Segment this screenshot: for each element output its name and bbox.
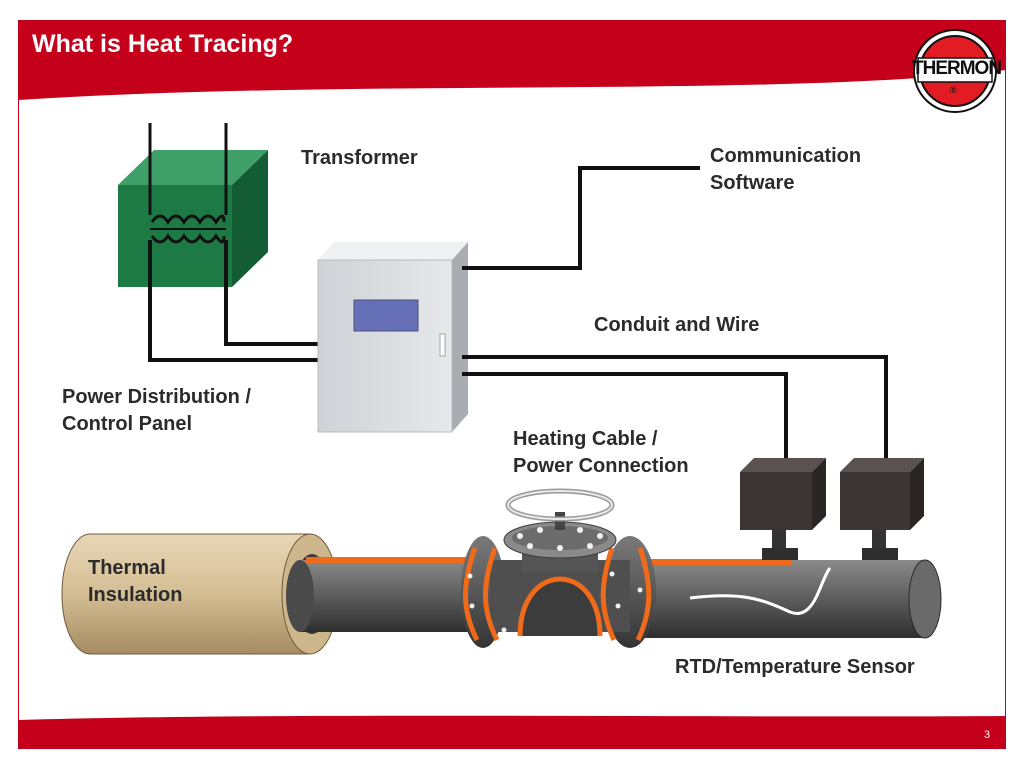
header-band <box>18 20 1006 100</box>
thermon-logo-icon: THERMON ® <box>912 28 1002 114</box>
logo-mark: ® <box>950 85 957 95</box>
communication-software-label: Communication Software <box>710 145 862 194</box>
slide-frame <box>18 20 1006 749</box>
pipe-right-icon <box>630 559 942 639</box>
rtd-sensor-right-icon <box>840 458 924 560</box>
power-wire-1 <box>148 240 318 362</box>
conduit-and-wire-label: Conduit and Wire <box>594 314 760 336</box>
page-number: 3 <box>984 729 991 741</box>
thermal-insulation-label: Thermal Insulation <box>88 557 183 606</box>
power-wire-2 <box>224 240 318 346</box>
heating-cable-label: Heating Cable / Power Connection <box>513 428 689 477</box>
sensor-wire <box>689 567 832 615</box>
valve-icon <box>461 488 656 648</box>
control-panel-icon <box>317 242 468 433</box>
transformer-label: Transformer <box>301 147 418 169</box>
conduit-wire-1 <box>462 355 888 468</box>
conduit-wire-2 <box>462 372 788 468</box>
communication-wire <box>462 166 700 270</box>
logo-text: THERMON <box>912 58 1002 79</box>
transformer-icon <box>118 123 268 287</box>
footer-band <box>18 715 1006 749</box>
power-distribution-label: Power Distribution / Control Panel <box>62 386 251 435</box>
pipe-left-icon <box>286 560 490 632</box>
slide-title: What is Heat Tracing? <box>32 30 294 58</box>
rtd-sensor-left-icon <box>740 458 826 560</box>
rtd-sensor-label: RTD/Temperature Sensor <box>675 656 915 678</box>
